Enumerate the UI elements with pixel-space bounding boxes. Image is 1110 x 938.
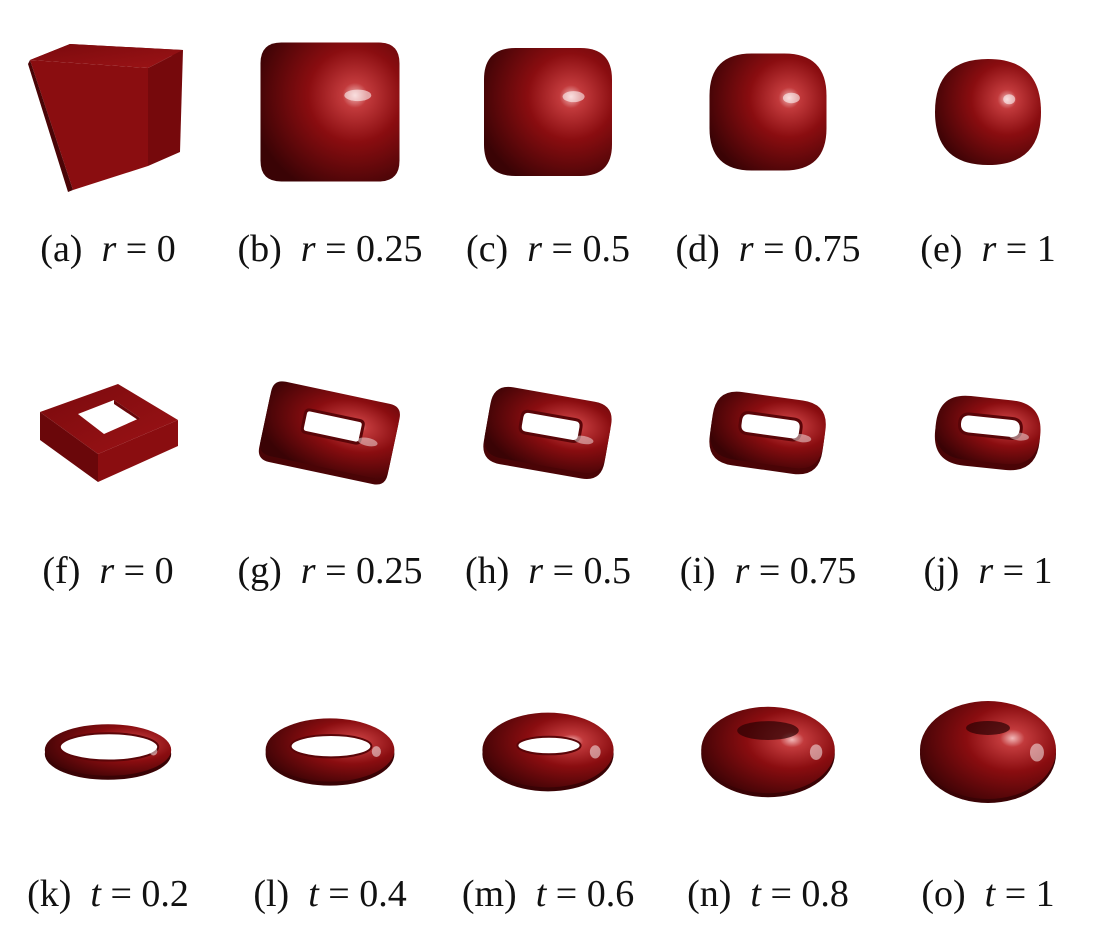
caption-value: 1 xyxy=(1035,873,1055,915)
subfigure-caption: (a) r = 0 xyxy=(40,230,175,268)
shape-square-torus xyxy=(258,381,400,485)
caption-operator: = xyxy=(770,873,792,915)
caption-label: (k) xyxy=(27,873,72,915)
caption-operator: = xyxy=(763,228,785,270)
caption-operator: = xyxy=(758,550,781,592)
subfigure-caption: (m) t = 0.6 xyxy=(462,875,634,913)
caption-operator: = xyxy=(328,873,350,915)
shape-cube xyxy=(484,48,612,176)
caption-label: (f) xyxy=(42,550,81,592)
caption-operator: = xyxy=(552,550,575,592)
subfigure-caption: (d) r = 0.75 xyxy=(675,230,860,268)
caption-label: (g) xyxy=(237,550,282,592)
caption-label: (b) xyxy=(237,228,282,270)
shape-torus xyxy=(44,724,172,780)
caption-label: (a) xyxy=(40,228,83,270)
caption-value: 0.25 xyxy=(356,228,423,270)
caption-variable: t xyxy=(308,873,319,915)
shape-torus xyxy=(265,718,395,786)
caption-value: 0.75 xyxy=(794,228,861,270)
caption-label: (o) xyxy=(921,873,966,915)
caption-variable: r xyxy=(978,550,994,592)
shape-torus xyxy=(920,701,1056,803)
subfigure-caption: (o) t = 1 xyxy=(921,875,1054,913)
caption-variable: t xyxy=(750,873,761,915)
caption-label: (j) xyxy=(923,550,960,592)
shape-square-torus xyxy=(40,384,178,482)
caption-variable: t xyxy=(984,873,996,915)
shape-cube xyxy=(28,44,183,192)
caption-label: (l) xyxy=(253,873,290,915)
subfigure-caption: (n) t = 0.8 xyxy=(687,875,849,913)
caption-variable: r xyxy=(528,550,544,592)
caption-label: (c) xyxy=(466,228,509,270)
caption-operator: = xyxy=(325,550,347,592)
caption-operator: = xyxy=(1005,228,1028,270)
caption-operator: = xyxy=(125,228,148,270)
shape-torus xyxy=(482,712,614,792)
caption-operator: = xyxy=(1004,873,1027,915)
caption-variable: r xyxy=(527,228,543,270)
caption-operator: = xyxy=(1002,550,1025,592)
subfigure-caption: (k) t = 0.2 xyxy=(27,875,189,913)
caption-variable: t xyxy=(90,873,101,915)
caption-variable: r xyxy=(99,550,115,592)
caption-value: 0.75 xyxy=(789,550,857,592)
caption-value: 0.4 xyxy=(359,873,407,915)
caption-value: 0.5 xyxy=(582,228,630,270)
subfigure-caption: (c) r = 0.5 xyxy=(466,230,630,268)
caption-value: 0.5 xyxy=(583,550,632,592)
subfigure-caption: (b) r = 0.25 xyxy=(237,230,422,268)
subfigure-caption: (i) r = 0.75 xyxy=(680,552,857,590)
caption-variable: t xyxy=(535,873,547,915)
caption-variable: r xyxy=(981,228,997,270)
subfigure-caption: (e) r = 1 xyxy=(920,230,1055,268)
shape-cube xyxy=(709,53,827,171)
shape-torus xyxy=(701,706,835,798)
caption-value: 1 xyxy=(1033,550,1053,592)
caption-label: (d) xyxy=(675,228,720,270)
caption-variable: r xyxy=(734,550,750,592)
shape-cube xyxy=(260,42,400,182)
shape-square-torus xyxy=(934,395,1041,471)
caption-value: 0 xyxy=(154,550,174,592)
caption-operator: = xyxy=(555,873,578,915)
caption-label: (m) xyxy=(461,873,517,915)
subfigure-caption: (l) t = 0.4 xyxy=(253,875,406,913)
caption-variable: r xyxy=(101,228,117,270)
caption-operator: = xyxy=(551,228,573,270)
caption-operator: = xyxy=(110,873,132,915)
caption-value: 0.25 xyxy=(356,550,423,592)
caption-value: 0.8 xyxy=(801,873,849,915)
caption-variable: r xyxy=(738,228,754,270)
caption-value: 0.6 xyxy=(586,873,635,915)
subfigure-caption: (g) r = 0.25 xyxy=(237,552,422,590)
caption-variable: r xyxy=(300,228,316,270)
caption-operator: = xyxy=(123,550,146,592)
shape-cube xyxy=(935,59,1041,165)
subfigure-caption: (j) r = 1 xyxy=(923,552,1052,590)
caption-variable: r xyxy=(300,550,316,592)
shape-square-torus xyxy=(483,386,612,480)
shape-square-torus xyxy=(709,391,826,475)
caption-operator: = xyxy=(325,228,347,270)
caption-label: (h) xyxy=(464,550,510,592)
caption-label: (i) xyxy=(679,550,716,592)
caption-value: 0 xyxy=(156,228,176,270)
subfigure-caption: (h) r = 0.5 xyxy=(465,552,631,590)
subfigure-caption: (f) r = 0 xyxy=(42,552,173,590)
caption-label: (e) xyxy=(920,228,963,270)
caption-label: (n) xyxy=(687,873,732,915)
caption-value: 0.2 xyxy=(141,873,189,915)
caption-value: 1 xyxy=(1036,228,1056,270)
